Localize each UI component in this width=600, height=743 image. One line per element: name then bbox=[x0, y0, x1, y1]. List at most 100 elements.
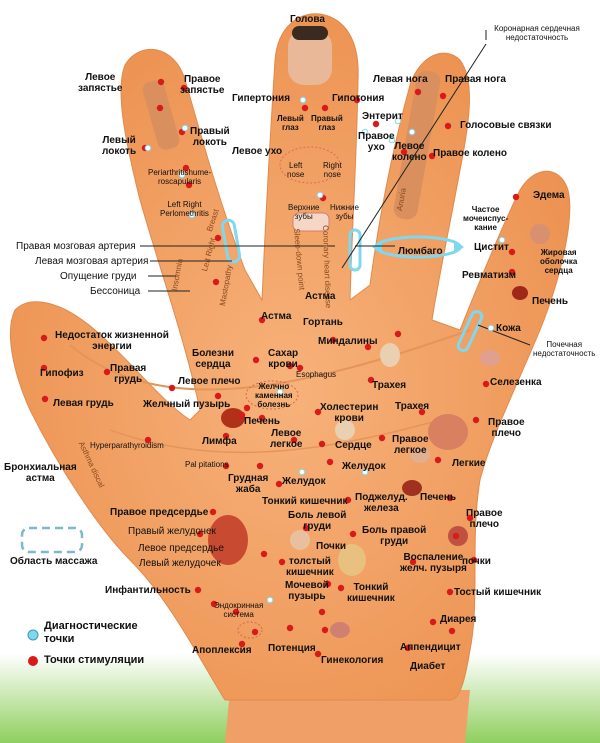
label-esophagus: Esophagus bbox=[296, 370, 337, 379]
stimulation-point bbox=[214, 392, 222, 400]
label-left-nose: Left nose bbox=[287, 161, 305, 179]
stimulation-point bbox=[337, 584, 345, 592]
label-liver-top: Печень bbox=[532, 296, 569, 307]
heart3-icon bbox=[335, 420, 355, 440]
label-potency: Потенция bbox=[268, 643, 316, 654]
stimulation-point bbox=[209, 508, 217, 516]
stimulation-point bbox=[256, 462, 264, 470]
label-left-leg: Левая нога bbox=[373, 74, 428, 85]
diagnostic-point bbox=[316, 191, 324, 199]
label-left-brain-artery: Левая мозговая артерия bbox=[35, 256, 149, 267]
stimulation-point bbox=[404, 644, 412, 652]
label-left-chest-pain: Боль левой груди bbox=[288, 510, 347, 532]
label-gallbladder-infl: Воспаление желч. пузыря bbox=[400, 552, 467, 574]
stimulation-point bbox=[182, 164, 190, 172]
label-left-wrist: Левое запястье bbox=[78, 72, 123, 94]
diagnostic-zone-mid bbox=[348, 228, 362, 272]
label-diabetes: Диабет bbox=[410, 661, 446, 672]
stimulation-point bbox=[156, 104, 164, 112]
leg-anatomy-icon bbox=[393, 70, 441, 220]
stimulation-point bbox=[344, 496, 352, 504]
diagnostic-point bbox=[298, 468, 306, 476]
label-larynx: Гортань bbox=[303, 317, 343, 328]
stimulation-point bbox=[434, 456, 442, 464]
liver-icon bbox=[221, 408, 245, 428]
stimulation-point bbox=[321, 626, 329, 634]
trachea-icon bbox=[380, 343, 400, 367]
label-right-knee: Правое колено bbox=[433, 148, 507, 159]
stimulation-point bbox=[196, 530, 204, 538]
teeth-icon bbox=[292, 212, 330, 232]
label-liver-mid: Печень bbox=[244, 416, 281, 427]
label-vocal-cords: Голосовые связки bbox=[460, 120, 552, 131]
stimulation-points bbox=[40, 78, 520, 658]
stimulation-point bbox=[252, 356, 260, 364]
label-frequent-urination: Частое мочеиспус- кание bbox=[463, 205, 509, 232]
stimulation-point bbox=[321, 104, 329, 112]
stimulation-point bbox=[446, 494, 454, 502]
label-insomnia: Бессоница bbox=[90, 286, 141, 297]
diagnostic-point bbox=[144, 144, 152, 152]
stimulation-point bbox=[372, 120, 380, 128]
stimulation-point bbox=[260, 550, 268, 558]
stimulation-point bbox=[286, 362, 294, 370]
diagnostic-point bbox=[394, 117, 402, 125]
label-asthma2: Астма bbox=[261, 311, 292, 322]
stimulation-point bbox=[472, 416, 480, 424]
label-heart-disease: Болезни сердца bbox=[192, 348, 234, 370]
stimulation-point bbox=[444, 122, 452, 130]
label-right-eye: Правый глаз bbox=[311, 114, 343, 132]
diagnostic-point bbox=[361, 128, 369, 136]
stimulation-point bbox=[168, 384, 176, 392]
label-bladder: Мочевой пузырь bbox=[285, 580, 329, 602]
stimulation-point bbox=[194, 586, 202, 594]
legend-diagnostic-label: Диагностические точки bbox=[44, 620, 138, 645]
label-right-atrium: Правое предсердье bbox=[110, 507, 209, 518]
gallstone-zone bbox=[245, 380, 299, 410]
stimulation-point bbox=[278, 558, 286, 566]
label-left-knee: Левое колено bbox=[392, 141, 427, 163]
label-left-breast: Левая грудь bbox=[53, 398, 114, 409]
stimulation-point bbox=[326, 458, 334, 466]
lungs-icon bbox=[428, 414, 468, 450]
diagnostic-point bbox=[266, 596, 274, 604]
label-infantility: Инфантильность bbox=[105, 585, 191, 596]
line-kidney bbox=[477, 324, 531, 346]
label-right-leg: Правая нога bbox=[445, 74, 506, 85]
label-hypotonia: Гипотония bbox=[332, 93, 385, 104]
label-fatty-heart: Жировая оболочка сердца bbox=[540, 248, 578, 275]
label-right-brain-artery: Правая мозговая артерия bbox=[16, 241, 136, 252]
stimulation-point bbox=[349, 530, 357, 538]
diagnostic-zone-left bbox=[220, 218, 242, 264]
label-coronary: Коронарная сердечная недостаточность bbox=[494, 24, 580, 42]
legend-stimulation-icon bbox=[28, 656, 38, 666]
label-left-elbow: Левый локоть bbox=[102, 135, 137, 157]
label-chest-toad: Грудная жаба bbox=[228, 473, 269, 495]
stimulation-point bbox=[367, 376, 375, 384]
label-right-lung: Правое легкое bbox=[392, 434, 429, 456]
label-small-intestine2: Тонкий кишечник bbox=[347, 582, 395, 604]
label-periarthritis: Periarthritishume- roscapularis bbox=[148, 168, 212, 186]
label-pancreas: Поджелуд. железа bbox=[355, 492, 408, 514]
label-small-intestine: Тонкий кишечник bbox=[262, 496, 348, 507]
label-heart: Сердце bbox=[335, 440, 372, 451]
label-diarrhea: Диарея bbox=[440, 614, 477, 625]
stimulation-point bbox=[185, 181, 193, 189]
stimulation-point bbox=[314, 408, 322, 416]
stimulation-point bbox=[290, 436, 298, 444]
label-vital-energy: Недостаток жизненной энергии bbox=[55, 330, 169, 352]
label-hypophysis: Гипофиз bbox=[40, 368, 84, 379]
label-blood-sugar: Сахар крови bbox=[268, 348, 299, 370]
label-gallbladder: Желчный пузырь bbox=[143, 399, 231, 410]
arrow-left-icon bbox=[372, 240, 382, 254]
stimulation-point bbox=[318, 440, 326, 448]
stimulation-point bbox=[429, 618, 437, 626]
label-lymph: Лимфа bbox=[202, 436, 237, 447]
label-enteritis: Энтерит bbox=[362, 111, 403, 122]
label-bronchial-asthma: Бронхиальная астма bbox=[4, 462, 77, 484]
stimulation-point bbox=[378, 434, 386, 442]
label-lower-teeth: Нижние зубы bbox=[330, 203, 359, 221]
label-right-wrist: Правое запястье bbox=[180, 74, 225, 96]
label-left-lung: Левое легкое bbox=[270, 428, 303, 450]
kidney2-icon bbox=[290, 530, 310, 550]
